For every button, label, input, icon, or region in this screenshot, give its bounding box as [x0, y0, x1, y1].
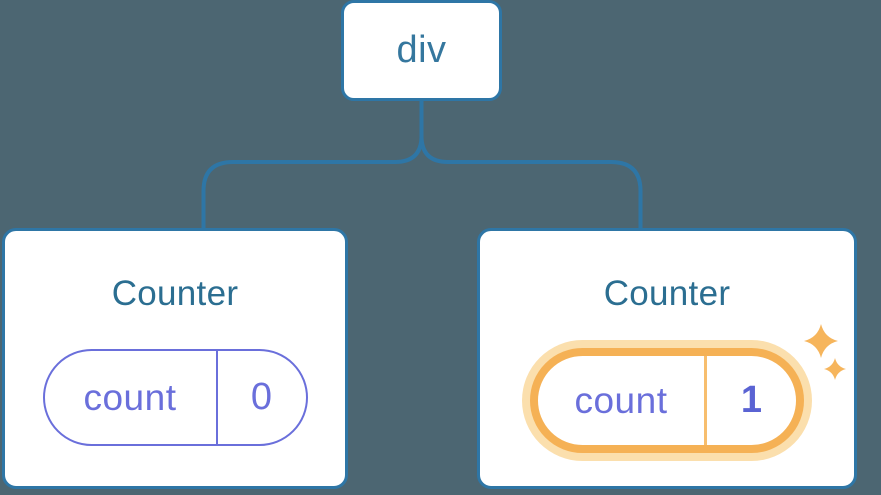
- state-key-label: count: [83, 376, 177, 418]
- state-key-cell: count: [45, 351, 216, 444]
- counter-card-left-title: Counter: [111, 274, 239, 313]
- state-value-label: 1: [740, 379, 763, 421]
- state-value-label: 0: [250, 376, 273, 418]
- counter-card-right-title: Counter: [603, 274, 731, 313]
- state-value-cell: 0: [218, 351, 306, 444]
- counter-card-left: Counter count 0: [2, 228, 348, 489]
- counter-card-right: Counter count 1: [477, 228, 857, 489]
- root-node-label: div: [396, 29, 447, 71]
- sparkles-icon: [804, 324, 846, 380]
- sparkle-large: [804, 324, 838, 358]
- pill-divider: [704, 356, 707, 445]
- sparkle-small: [824, 358, 846, 380]
- root-node-div: div: [341, 0, 502, 101]
- state-key-cell: count: [538, 356, 704, 445]
- pill-divider: [215, 351, 218, 444]
- state-value-cell: 1: [707, 356, 796, 445]
- connector-left-branch: [201, 99, 424, 229]
- state-key-label: count: [574, 379, 668, 421]
- state-pill-left: count 0: [42, 349, 308, 446]
- connector-right-branch: [419, 135, 643, 229]
- state-pill-right-highlighted: count 1: [530, 348, 804, 453]
